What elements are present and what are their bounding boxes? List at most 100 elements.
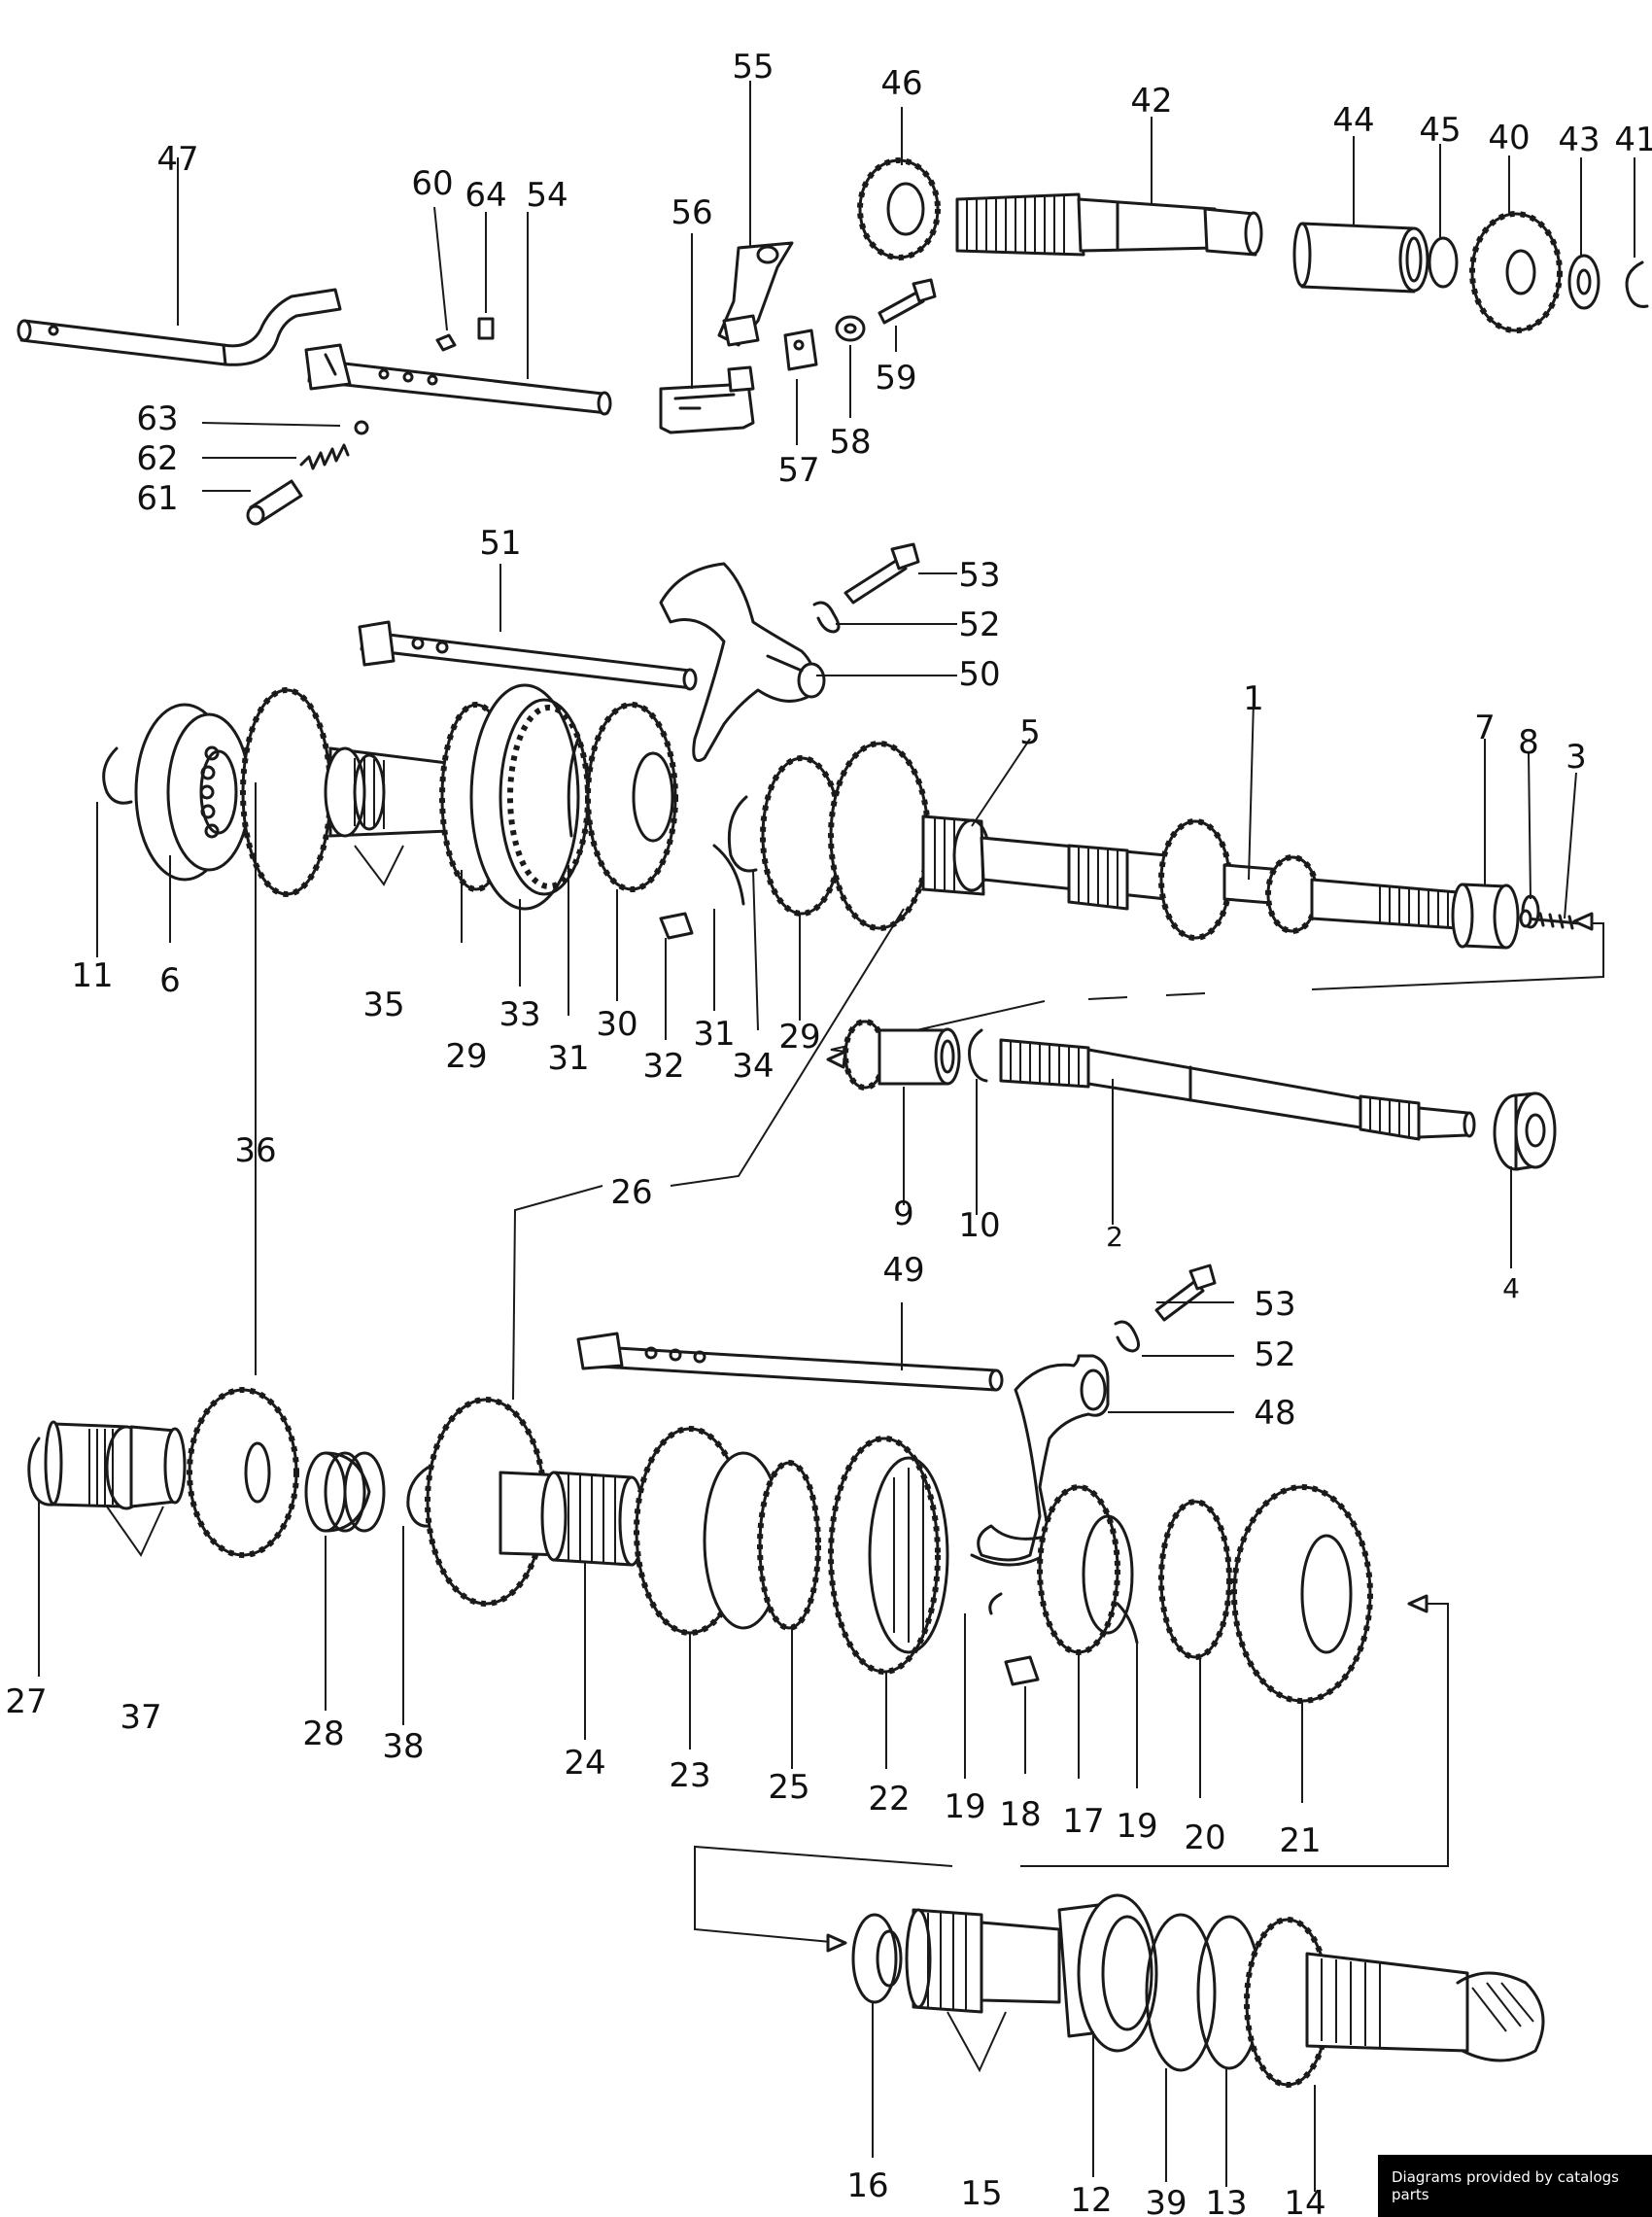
label-13: 13 — [1205, 2184, 1247, 2217]
lockwire-52-top — [812, 601, 841, 634]
label-2: 2 — [1106, 1221, 1123, 1253]
label-42: 42 — [1130, 82, 1172, 121]
bracket-56 — [659, 365, 755, 434]
label-29-left: 29 — [445, 1037, 487, 1076]
label-33: 33 — [499, 995, 540, 1034]
bearing-12 — [1057, 1893, 1158, 2053]
circlip-38 — [406, 1466, 431, 1528]
label-53-top: 53 — [958, 556, 1000, 595]
reverse-shaft-42 — [955, 192, 1263, 257]
label-54: 54 — [526, 176, 568, 215]
selector-rod-51 — [358, 620, 698, 691]
label-46: 46 — [880, 64, 922, 103]
selector-fork-50 — [659, 562, 826, 762]
assembly-arrow-upper — [826, 912, 1604, 1069]
label-39: 39 — [1145, 2184, 1187, 2217]
label-64: 64 — [465, 176, 506, 215]
label-63: 63 — [136, 399, 178, 438]
label-45: 45 — [1419, 111, 1461, 150]
label-23: 23 — [669, 1756, 710, 1795]
spring-28 — [304, 1451, 386, 1533]
label-37: 37 — [120, 1698, 161, 1737]
screw-3 — [1519, 909, 1581, 930]
leader-lines — [38, 81, 1635, 2192]
label-25: 25 — [768, 1768, 809, 1807]
label-62: 62 — [136, 439, 178, 478]
synchro-sleeve-33 — [469, 683, 591, 911]
label-48: 48 — [1254, 1394, 1295, 1433]
label-43: 43 — [1558, 121, 1600, 159]
label-41: 41 — [1614, 121, 1652, 159]
key-18 — [1004, 1655, 1040, 1686]
washer-58 — [835, 315, 866, 342]
needle-bearing-5 — [921, 814, 991, 896]
bearing-6 — [134, 703, 252, 882]
circlip-10 — [968, 1028, 988, 1083]
label-61: 61 — [136, 479, 178, 518]
label-38: 38 — [382, 1727, 424, 1766]
label-51: 51 — [479, 524, 521, 563]
circlip-11 — [102, 746, 133, 805]
label-20: 20 — [1184, 1819, 1225, 1857]
shift-rod-47 — [17, 288, 342, 366]
label-4: 4 — [1502, 1272, 1520, 1304]
reverse-lever-55 — [717, 241, 794, 347]
label-5: 5 — [1019, 713, 1041, 752]
synchro-hub-30 — [585, 702, 678, 892]
label-60: 60 — [411, 164, 453, 203]
label-53-bottom: 53 — [1254, 1285, 1295, 1324]
label-52-bottom: 52 — [1254, 1335, 1295, 1374]
label-12: 12 — [1070, 2181, 1112, 2217]
gear-40 — [1469, 211, 1563, 333]
label-52-top: 52 — [958, 606, 1000, 644]
synchro-ring-25 — [757, 1460, 821, 1631]
label-21: 21 — [1279, 1821, 1321, 1860]
plunger-61 — [246, 479, 303, 526]
label-35: 35 — [362, 986, 404, 1024]
shaft-2 — [999, 1038, 1476, 1141]
gear-21 — [1231, 1484, 1373, 1704]
gear-26-top — [828, 741, 931, 931]
bearing-4 — [1493, 1091, 1557, 1171]
plate-57 — [783, 329, 818, 371]
gear-36-bottom — [187, 1387, 299, 1558]
label-19-left: 19 — [944, 1787, 985, 1826]
label-49: 49 — [882, 1251, 924, 1290]
pinion-14 — [1244, 1917, 1545, 2088]
lockwire-52-bottom — [1114, 1320, 1140, 1353]
label-29-right: 29 — [778, 1018, 820, 1057]
label-34: 34 — [732, 1047, 774, 1086]
bearing-37 — [44, 1420, 187, 1510]
label-11: 11 — [71, 956, 113, 995]
reverse-gear-46 — [857, 157, 941, 260]
gear-9 — [843, 1019, 961, 1091]
label-28: 28 — [302, 1715, 344, 1753]
label-16: 16 — [846, 2166, 888, 2205]
label-31-right: 31 — [693, 1015, 735, 1054]
synchro-hub-17 — [1037, 1484, 1134, 1655]
label-9: 9 — [893, 1195, 914, 1233]
label-36: 36 — [234, 1131, 276, 1170]
ring-45 — [1428, 236, 1459, 289]
spring-31-right — [712, 844, 745, 906]
bearing-7 — [1451, 883, 1520, 950]
label-17: 17 — [1062, 1802, 1104, 1841]
circlip-41 — [1625, 260, 1649, 308]
key-32 — [659, 912, 694, 940]
label-1: 1 — [1243, 679, 1264, 718]
main-shaft-1 — [980, 818, 1460, 941]
spring-34 — [727, 795, 758, 873]
spring-62 — [299, 443, 350, 470]
credit-banner: Diagrams provided by catalogs parts — [1378, 2155, 1652, 2217]
label-27: 27 — [5, 1682, 47, 1721]
spring-19-left — [988, 1592, 1003, 1615]
bolt-53-bottom — [1154, 1264, 1217, 1322]
callout-labels: 47 60 64 54 63 62 61 55 56 57 58 59 46 4… — [5, 48, 1652, 2217]
pin-64 — [477, 317, 495, 340]
bearing-35 — [324, 746, 451, 838]
label-10: 10 — [958, 1206, 1000, 1245]
bolt-53-top — [843, 542, 920, 605]
label-15: 15 — [960, 2174, 1002, 2213]
pin-60 — [435, 333, 457, 352]
